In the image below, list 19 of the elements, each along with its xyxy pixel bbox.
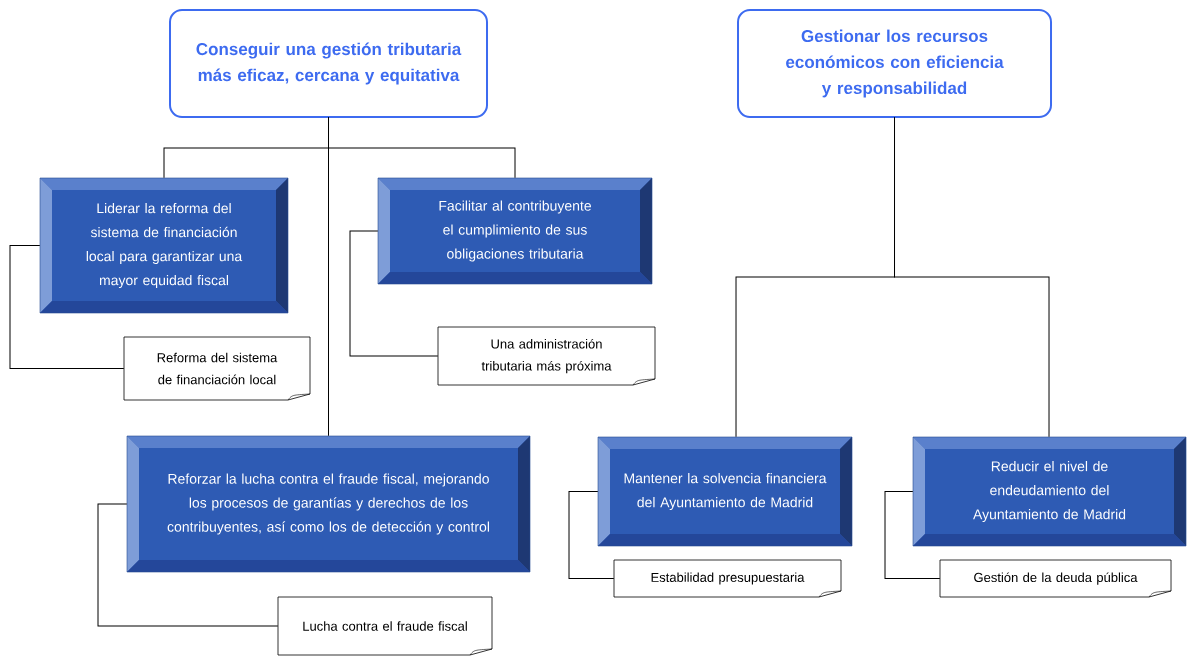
connector-line	[97, 503, 279, 627]
goal-box: Conseguir una gestión tributaria más eficaz, cercana y equitativa	[169, 9, 488, 118]
note-box: Gestión de la deuda pública	[939, 559, 1172, 598]
connector-line	[884, 491, 941, 579]
connector-line	[349, 230, 439, 357]
objective-box: Reducir el nivel de endeudamiento del Ayuntamiento de Madrid	[912, 436, 1187, 547]
connector-line	[894, 116, 1050, 438]
connector-line	[568, 491, 615, 579]
objective-box: Facilitar al contribuyente el cumplimiento de sus obligaciones tributaria	[377, 177, 653, 285]
goal-box: Gestionar los recursos económicos con eficiencia y responsabilidad	[737, 9, 1052, 118]
objective-box: Liderar la reforma del sistema de financiación local para garantizar una mayor equidad fiscal	[39, 177, 289, 314]
note-box: Lucha contra el fraude fiscal	[277, 596, 493, 656]
note-box: Una administración tributaria más próxima	[437, 326, 656, 386]
objective-box: Reforzar la lucha contra el fraude fiscal, mejorando los procesos de garantías y derechos de los contribuyentes, así como los de detección y control	[126, 435, 531, 573]
connector-line	[328, 116, 329, 437]
note-box: Reforma del sistema de financiación local	[123, 336, 311, 401]
note-box: Estabilidad presupuestaria	[613, 559, 842, 598]
connector-line	[9, 245, 125, 369]
objective-box: Mantener la solvencia financiera del Ayuntamiento de Madrid	[597, 436, 853, 547]
